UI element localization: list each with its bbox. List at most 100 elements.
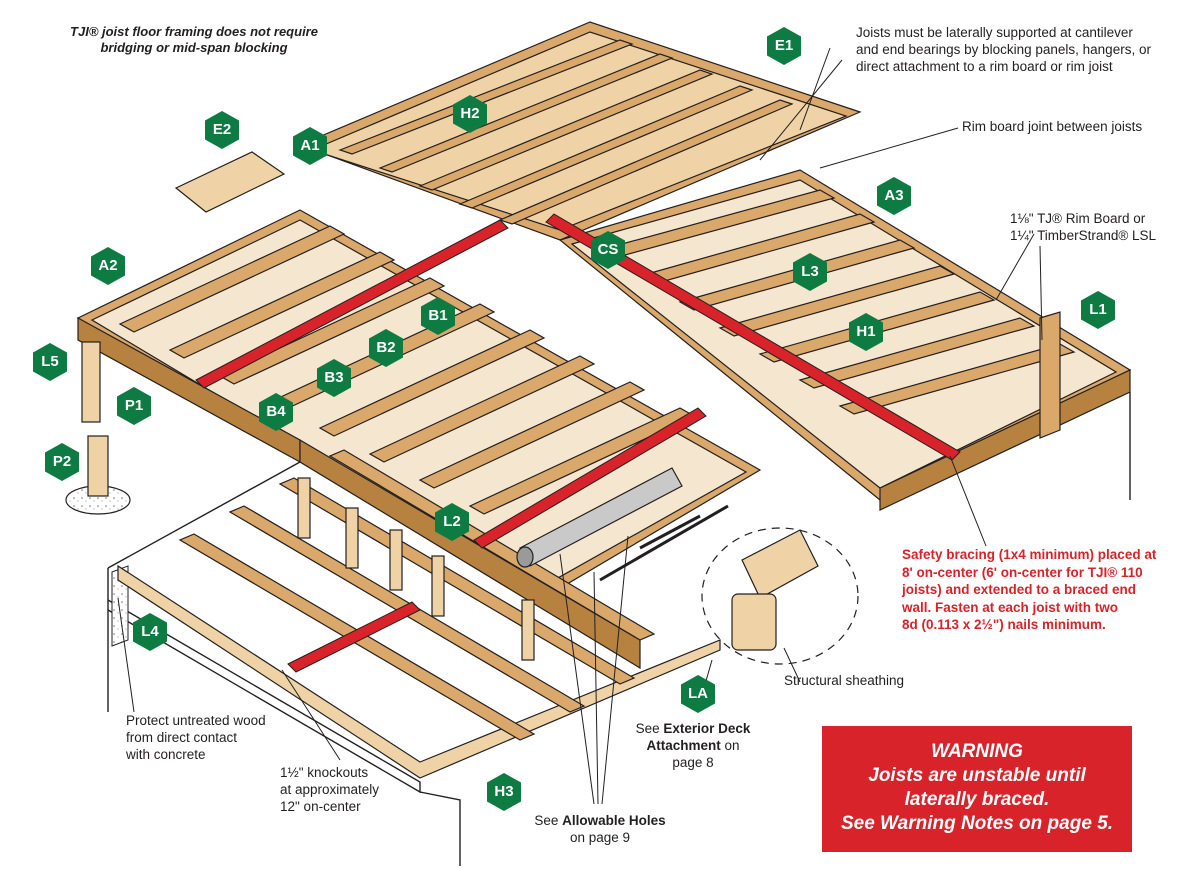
warning-line: See Warning Notes on page 5. (840, 813, 1114, 834)
badge-cs: CS (588, 230, 628, 270)
sheathing-note: Structural sheathing (784, 672, 904, 689)
knockouts-line: 12" on-center (280, 799, 361, 814)
posts (81, 341, 535, 661)
badge-b1-label: B1 (428, 307, 448, 324)
allowable-holes-note: See Allowable Holes on page 9 (520, 812, 680, 846)
deck-attachment-link-1: Exterior Deck (663, 721, 751, 736)
badge-p2: P2 (42, 442, 82, 482)
bridging-note-line: TJI® joist floor framing does not requir… (70, 24, 318, 39)
badge-h3-label: H3 (494, 783, 514, 800)
badge-h1-label: H1 (856, 323, 876, 340)
warning-title: WARNING (931, 741, 1023, 762)
deck-attachment-note: See Exterior Deck Attachment on page 8 (628, 720, 758, 771)
deck-attachment-link-2: Attachment (646, 738, 721, 753)
badge-e2: E2 (202, 110, 242, 150)
badge-h2: H2 (450, 94, 490, 134)
allowable-holes-link: Allowable Holes (562, 813, 666, 828)
safety-bracing (195, 213, 961, 673)
badge-a3: A3 (874, 176, 914, 216)
rim-joint-note: Rim board joint between joists (962, 118, 1142, 135)
sheathing-line: Structural sheathing (784, 673, 905, 688)
bridging-note: TJI® joist floor framing does not requir… (46, 24, 342, 56)
protect-wood-line: Protect untreated wood (126, 713, 266, 728)
rim-board-line: 1⅛" TJ® Rim Board or (1010, 211, 1146, 226)
knockouts-line: at approximately (280, 782, 380, 797)
deck-ledger (741, 529, 819, 599)
safety-bracing-line: wall. Fasten at each joist with two (902, 599, 1119, 615)
allowable-holes-prefix: See (534, 813, 559, 828)
deck-attachment-line-2: Attachment on (628, 737, 758, 754)
badge-a3-label: A3 (884, 187, 904, 204)
deck-attachment-suffix: on (724, 738, 740, 753)
rim-board-line: 1¼" TimberStrand® LSL (1010, 228, 1157, 243)
deck-attachment-prefix: See (635, 721, 660, 736)
badge-h1: H1 (846, 312, 886, 352)
badge-p2-label: P2 (52, 453, 72, 470)
badge-l4-label: L4 (141, 623, 159, 640)
bridging-note-line: bridging or mid-span blocking (100, 40, 288, 55)
badge-la: LA (678, 674, 718, 714)
badge-a1-label: A1 (300, 137, 320, 154)
rim-board-note: 1⅛" TJ® Rim Board or 1¼" TimberStrand® L… (1010, 210, 1156, 244)
allowable-holes-page: on page 9 (569, 830, 631, 845)
knockouts-line: 1½" knockouts (280, 765, 369, 780)
pipes (516, 467, 729, 582)
badge-l4: L4 (130, 612, 170, 652)
badge-b3: B3 (314, 358, 354, 398)
badge-e2-label: E2 (212, 121, 232, 138)
safety-bracing-line: 8d (0.113 x 2½") nails minimum. (902, 617, 1106, 632)
badge-cs-label: CS (597, 241, 619, 258)
badge-l1-label: L1 (1089, 301, 1107, 318)
badge-b1: B1 (418, 296, 458, 336)
badge-l1: L1 (1078, 290, 1118, 330)
badge-b2: B2 (366, 328, 406, 368)
upper-floor-framing (298, 21, 862, 241)
badge-la-label: LA (688, 685, 708, 702)
badge-h3: H3 (484, 772, 524, 812)
badge-e1: E1 (764, 26, 804, 66)
concrete-footing (111, 565, 129, 647)
protect-wood-note: Protect untreated wood from direct conta… (126, 712, 266, 763)
badge-a1: A1 (290, 126, 330, 166)
badge-b4: B4 (256, 392, 296, 432)
badge-p1: P1 (114, 386, 154, 426)
right-floor-framing (558, 169, 1132, 511)
sill-plate (117, 564, 721, 779)
protect-wood-line: from direct contact (126, 730, 238, 745)
lateral-support-line: direct attachment to a rim board or rim … (856, 59, 1113, 74)
badge-l2-label: L2 (443, 513, 461, 530)
deck-attachment-callout (701, 527, 859, 665)
badge-l3: L3 (790, 252, 830, 292)
foundation-wall (107, 392, 1131, 866)
leader-lines (117, 47, 1043, 805)
badge-e1-label: E1 (774, 37, 794, 54)
badge-p1-label: P1 (124, 397, 144, 414)
safety-bracing-line: joists) and extended to a braced end (902, 582, 1137, 597)
badge-l5: L5 (30, 342, 70, 382)
badge-a2: A2 (88, 246, 128, 286)
safety-bracing-note: Safety bracing (1x4 minimum) placed at 8… (902, 546, 1156, 634)
badge-h2-label: H2 (460, 105, 480, 122)
warning-line: laterally braced. (904, 789, 1050, 810)
badge-b4-label: B4 (266, 403, 286, 420)
protect-wood-line: with concrete (126, 747, 206, 762)
lateral-support-note: Joists must be laterally supported at ca… (856, 24, 1151, 75)
deck-attachment-page: page 8 (672, 755, 714, 770)
lateral-support-line: and end bearings by blocking panels, han… (856, 42, 1151, 57)
badge-l5-label: L5 (41, 353, 59, 370)
warning-line: Joists are unstable until (868, 765, 1086, 786)
post-footing (65, 435, 131, 515)
badge-a2-label: A2 (98, 257, 118, 274)
badge-b2-label: B2 (376, 339, 396, 356)
warning-box: WARNING Joists are unstable until latera… (822, 726, 1132, 852)
safety-bracing-line: Safety bracing (1x4 minimum) placed at (902, 547, 1157, 562)
cantilever-panel (174, 151, 286, 213)
deck-attachment-line-1: See Exterior Deck (628, 720, 758, 737)
knockouts-note: 1½" knockouts at approximately 12" on-ce… (280, 764, 379, 815)
badge-b3-label: B3 (324, 369, 344, 386)
allowable-holes-line-1: See Allowable Holes (520, 812, 680, 829)
lateral-support-line: Joists must be laterally supported at ca… (856, 25, 1133, 40)
badge-l2: L2 (432, 502, 472, 542)
